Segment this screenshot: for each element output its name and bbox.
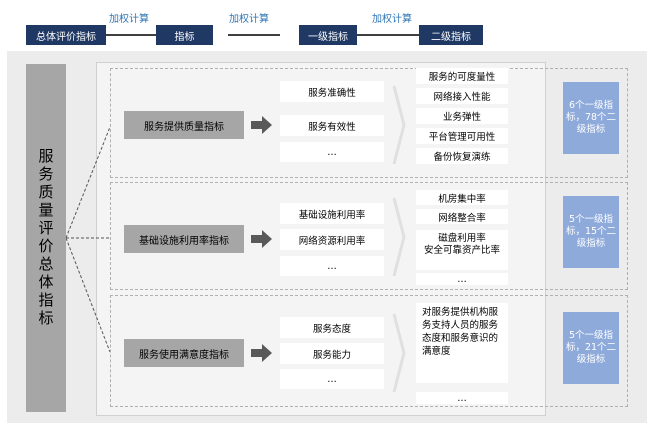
group-2-level2-item: 网络整合率 <box>416 209 508 224</box>
group-1-level2-item: 服务的可度量性 <box>416 68 508 84</box>
header-weight-label-2: 加权计算 <box>229 14 269 25</box>
group-2-level2-item: 安全可靠资产比率 <box>416 244 508 270</box>
group-1-level1-item: … <box>280 142 384 162</box>
header-level0-box: 总体评价指标 <box>26 25 106 45</box>
connector-group-1 <box>66 126 111 239</box>
group-2-category-box: 基础设施利用率指标 <box>124 225 244 253</box>
group-1-level1-item: 服务准确性 <box>280 81 384 102</box>
group-1-level2-label: 服务的可度量性 <box>428 72 496 83</box>
root-indicator-box: 服务质量评价总体指标 <box>26 64 66 412</box>
connector-group-3 <box>66 237 111 353</box>
group-1-level2-label: 网络接入性能 <box>433 92 491 103</box>
group-1-chevron-icon <box>392 85 406 165</box>
group-2-level2-label: 安全可靠资产比率 <box>423 245 500 256</box>
group-1-arrow-icon <box>251 116 272 134</box>
group-2-summary-label: 5个一级指标，15个二级指标 <box>565 214 617 249</box>
header-level2-label: 一级指标 <box>308 31 348 43</box>
group-3-level1-item: … <box>280 369 384 389</box>
group-1-summary-label: 6个一级指标，78个二级指标 <box>565 100 617 135</box>
root-indicator-label: 服务质量评价总体指标 <box>36 148 55 328</box>
group-1-level1-label: 服务有效性 <box>308 121 356 133</box>
group-1-level2-label: 业务弹性 <box>442 112 481 123</box>
header-level3-box: 二级指标 <box>419 25 483 45</box>
group-3-level2-label: … <box>457 392 467 404</box>
group-1-category-box: 服务提供质量指标 <box>124 111 244 139</box>
group-1-level2-item: 网络接入性能 <box>416 88 508 104</box>
group-1-category-label: 服务提供质量指标 <box>144 121 224 133</box>
header-connector-1 <box>106 34 156 36</box>
header-connector-2 <box>228 34 280 36</box>
header-connector-3 <box>357 34 419 36</box>
group-2-level2-label: … <box>457 273 467 285</box>
group-2-level1-label: 网络资源利用率 <box>298 235 366 247</box>
group-2-level1-label: … <box>327 260 337 272</box>
group-1-level2-item: 备份恢复演练 <box>416 148 508 164</box>
group-2-level2-label: 磁盘利用率 <box>438 233 486 244</box>
header-weight-label-3: 加权计算 <box>372 14 412 25</box>
header-level2-box: 一级指标 <box>299 25 357 45</box>
group-3-category-label: 服务使用满意度指标 <box>139 349 229 361</box>
group-2-frame <box>110 182 628 290</box>
group-1-level1-label: 服务准确性 <box>308 87 356 99</box>
group-2-level2-label: 网络整合率 <box>438 212 486 224</box>
group-3-level2-label: 对服务提供机构服务支持人员的服务态度和服务意识的满意度 <box>422 307 499 357</box>
group-2-level2-item: … <box>416 273 508 285</box>
group-3-level1-label: 服务态度 <box>312 323 351 335</box>
group-1-summary-box: 6个一级指标，78个二级指标 <box>563 82 619 154</box>
group-3-level1-item: 服务能力 <box>280 343 384 364</box>
group-3-summary-box: 5个一级指标，21个二级指标 <box>563 312 619 384</box>
group-1-frame <box>110 68 628 178</box>
group-3-level2-item: 对服务提供机构服务支持人员的服务态度和服务意识的满意度 <box>416 303 508 383</box>
group-2-level1-label: 基础设施利用率 <box>298 209 366 221</box>
group-2-level2-item: 机房集中率 <box>416 190 508 205</box>
group-2-chevron-icon <box>392 197 406 277</box>
group-3-arrow-icon <box>251 344 272 362</box>
root-connectors <box>66 126 111 353</box>
group-3-level2-item: … <box>416 392 508 404</box>
group-1-level2-item: 业务弹性 <box>416 108 508 124</box>
group-3-summary-label: 5个一级指标，21个二级指标 <box>565 330 617 365</box>
header-level1-label: 指标 <box>174 31 195 43</box>
group-2-level2-label: 机房集中率 <box>438 193 486 205</box>
group-3-frame <box>110 295 628 407</box>
group-3-level1-label: 服务能力 <box>312 349 351 361</box>
group-1-level1-label: … <box>327 146 337 158</box>
header-level1-box: 指标 <box>156 25 213 45</box>
group-1-level2-item: 平台管理可用性 <box>416 128 508 144</box>
group-3-level1-label: … <box>327 373 337 385</box>
header-level3-label: 二级指标 <box>431 31 471 43</box>
group-2-summary-box: 5个一级指标，15个二级指标 <box>563 196 619 268</box>
group-1-level2-label: 备份恢复演练 <box>433 152 491 163</box>
group-2-arrow-icon <box>251 230 272 248</box>
group-3-chevron-icon <box>392 313 406 393</box>
group-1-level1-item: 服务有效性 <box>280 115 384 136</box>
header-weight-label-1: 加权计算 <box>109 14 149 25</box>
header-level0-label: 总体评价指标 <box>36 31 96 43</box>
group-2-level1-item: 基础设施利用率 <box>280 203 384 224</box>
group-2-category-label: 基础设施利用率指标 <box>139 235 229 247</box>
group-2-level2-item: 磁盘利用率 <box>416 230 508 244</box>
group-2-level1-item: … <box>280 256 384 276</box>
group-2-level1-item: 网络资源利用率 <box>280 229 384 250</box>
group-3-category-box: 服务使用满意度指标 <box>124 339 244 367</box>
group-1-level2-label: 平台管理可用性 <box>428 132 496 143</box>
group-3-level1-item: 服务态度 <box>280 317 384 338</box>
